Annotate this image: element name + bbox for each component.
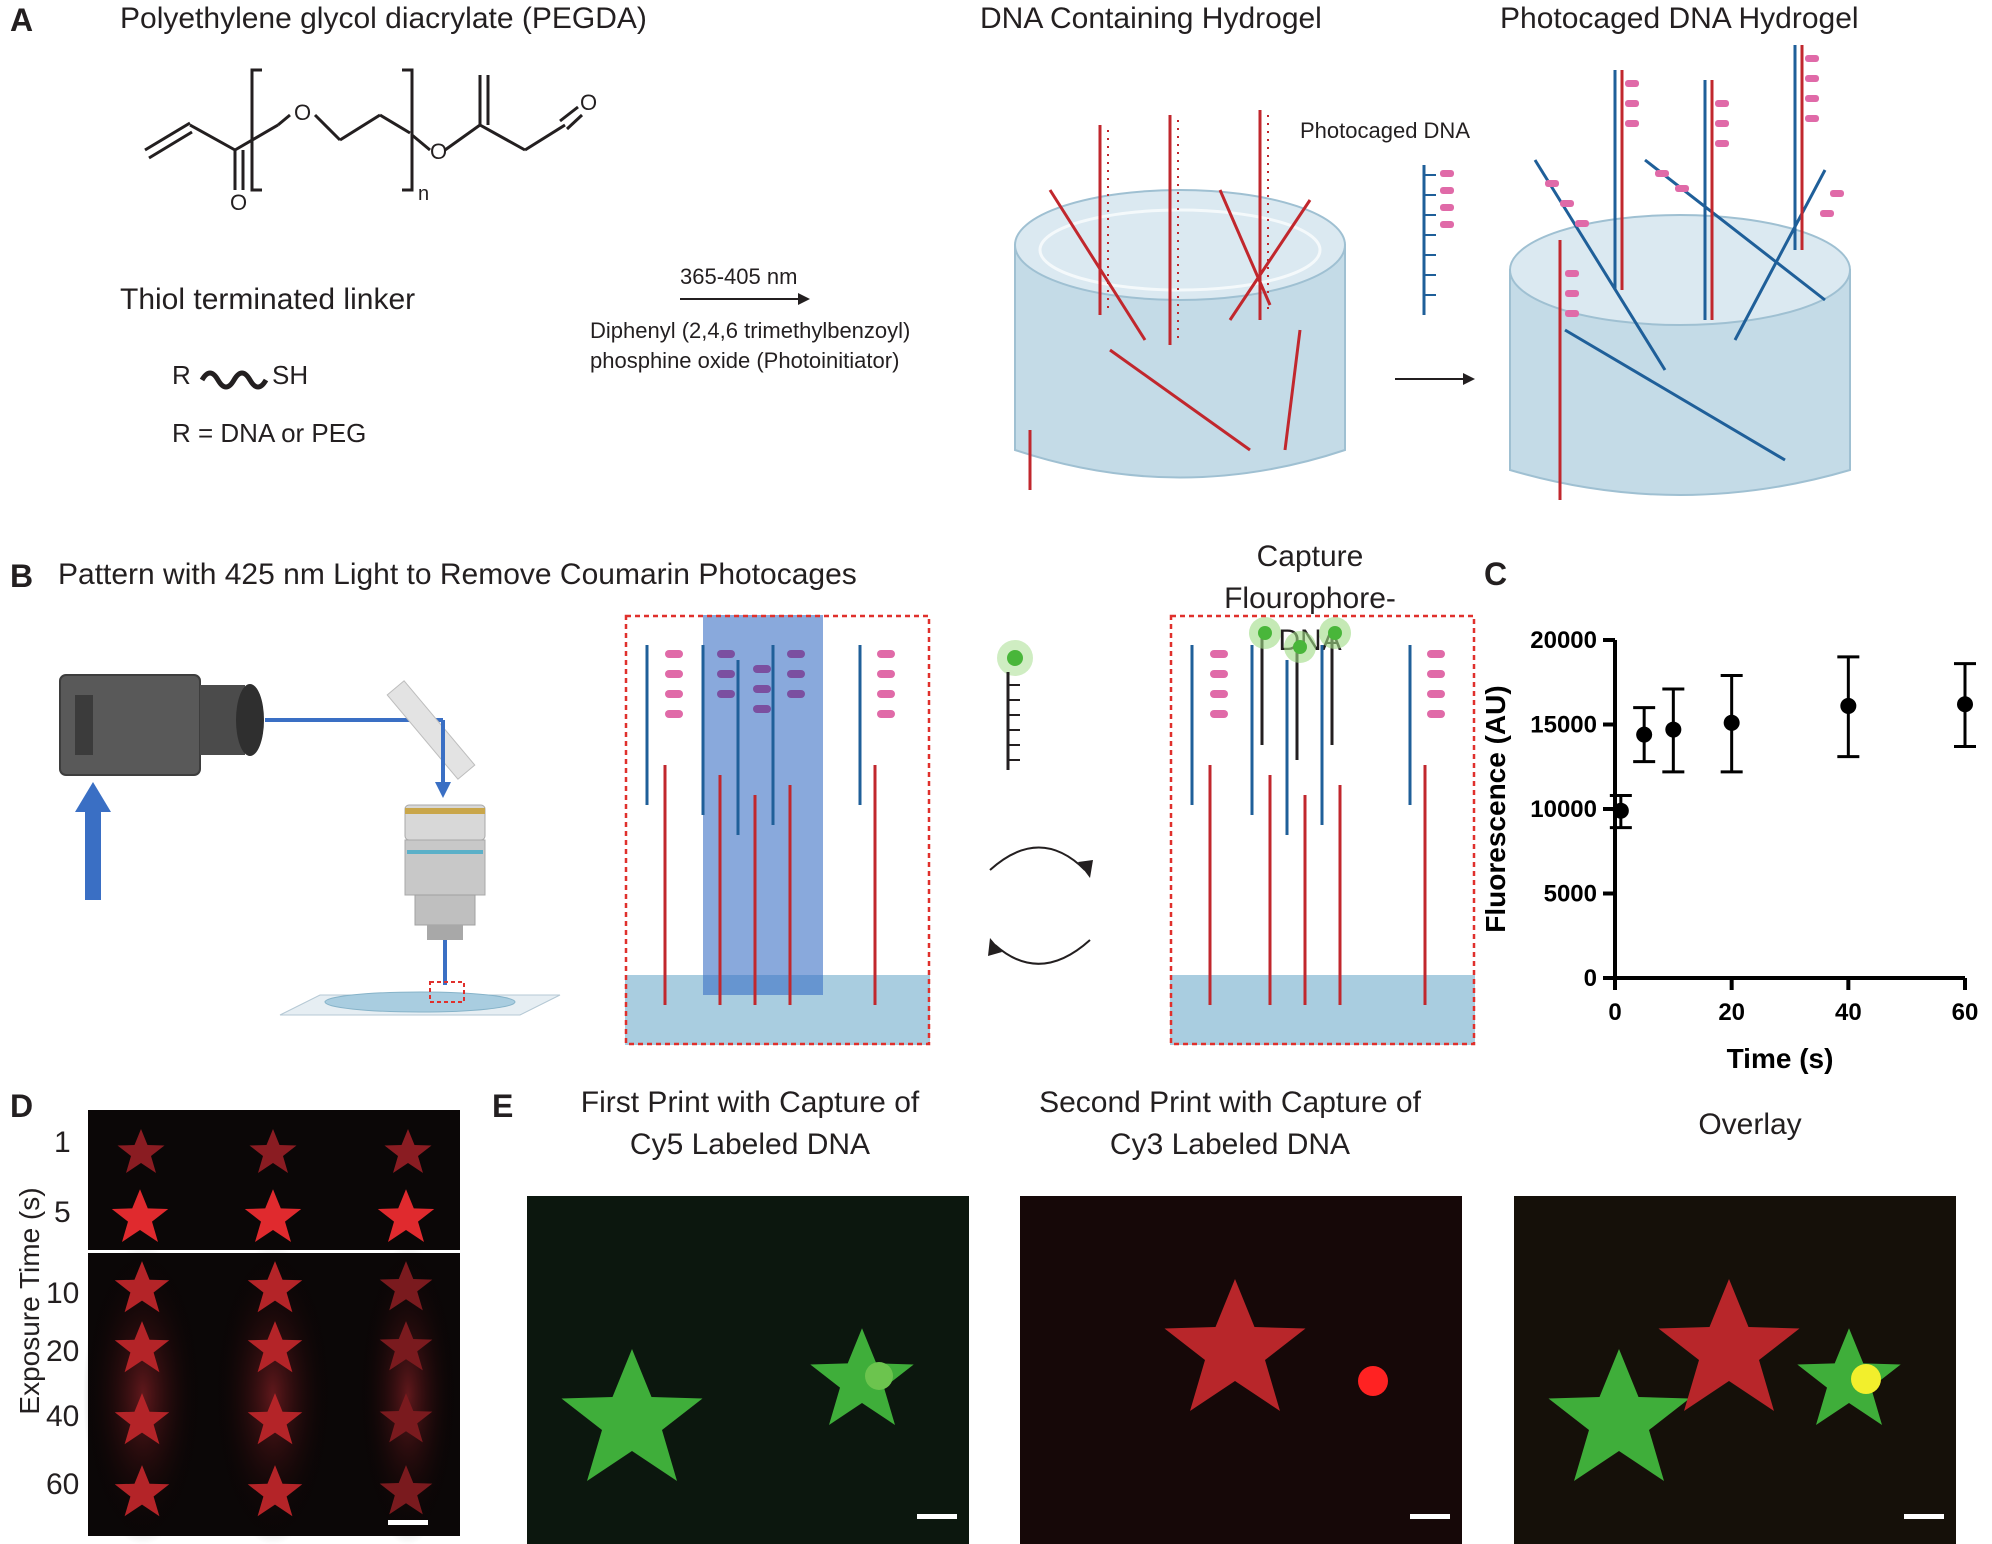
linker-title: Thiol terminated linker — [120, 283, 416, 316]
y-tick-label: 0 — [1584, 965, 1597, 992]
x-tick-label: 0 — [1608, 999, 1621, 1026]
data-point — [1665, 721, 1682, 738]
arrow-icon — [1395, 373, 1475, 385]
x-tick-label: 20 — [1718, 999, 1745, 1026]
uncaging-zoom-box — [624, 614, 931, 1046]
y-tick-label: 10000 — [1530, 796, 1597, 823]
y-axis-label: Fluorescence (AU) — [1480, 685, 1511, 932]
capture-cycle-illustration — [988, 640, 1093, 965]
dna-hydrogel-illustration — [1014, 110, 1346, 490]
gel2-title: Photocaged DNA Hydrogel — [1500, 2, 1859, 35]
photocaged-dna-label: Photocaged DNA — [1300, 118, 1470, 143]
subscript-n: n — [418, 183, 429, 205]
pegda-structure: O O O O n — [144, 68, 597, 215]
cy5-capture-image — [527, 1196, 969, 1544]
e-img3-title: Overlay — [1698, 1108, 1802, 1141]
y-tick-label: 5000 — [1544, 881, 1597, 908]
y-tick-label: 15000 — [1530, 712, 1597, 739]
exposure-row-60: 60 — [46, 1468, 80, 1501]
atom-o-4: O — [580, 90, 597, 115]
panel-c-letter: C — [1484, 556, 1508, 592]
linker-def: R = DNA or PEG — [172, 418, 367, 448]
data-point — [1957, 696, 1973, 713]
overlay-image — [1514, 1196, 1956, 1544]
reaction-arrow-icon — [680, 293, 810, 305]
capture-line1: Capture — [1256, 540, 1364, 573]
e-img1-title-line2: Cy5 Labeled DNA — [629, 1128, 871, 1161]
patterning-setup-illustration — [59, 674, 561, 1016]
scale-bar-d — [388, 1520, 428, 1525]
captured-fluorophore-zoom-box — [1169, 614, 1476, 1046]
exposure-row-10: 10 — [46, 1277, 80, 1310]
x-tick-label: 60 — [1952, 999, 1979, 1026]
linker-sh: SH — [272, 360, 309, 390]
exposure-row-40: 40 — [46, 1400, 80, 1433]
wavy-linker-icon — [199, 370, 269, 390]
exposure-axis-label: Exposure Time (s) — [14, 1187, 45, 1415]
data-point — [1723, 714, 1740, 731]
exposure-row-1: 1 — [54, 1126, 71, 1159]
photoinitiator-line1: Diphenyl (2,4,6 trimethylbenzoyl) — [590, 318, 911, 343]
y-tick-label: 20000 — [1530, 627, 1597, 654]
scale-bar-e3 — [1904, 1514, 1944, 1519]
wavelength-label: 365-405 nm — [680, 264, 798, 289]
data-point — [1612, 802, 1629, 819]
scale-bar-e2 — [1410, 1514, 1450, 1519]
data-point — [1840, 697, 1857, 714]
panel-a-letter: A — [10, 2, 34, 38]
data-point — [1636, 726, 1653, 743]
panel-b-title: Pattern with 425 nm Light to Remove Coum… — [58, 558, 857, 591]
e-img2-title-line2: Cy3 Labeled DNA — [1109, 1128, 1351, 1161]
cy3-capture-image — [1020, 1196, 1462, 1544]
linker-r: R — [172, 360, 191, 390]
photocaged-dna-strand-icon — [1422, 165, 1454, 315]
exposure-row-5: 5 — [54, 1196, 71, 1229]
exposure-axis-label-wrap: Exposure Time (s) — [10, 1100, 50, 1500]
exposure-star-array-image — [83, 1110, 460, 1544]
gel1-title: DNA Containing Hydrogel — [980, 2, 1322, 35]
scale-bar-e1 — [917, 1514, 957, 1519]
e-img2-title-line1: Second Print with Capture of — [1039, 1086, 1421, 1119]
x-axis-label: Time (s) — [1727, 1043, 1834, 1074]
atom-o-1: O — [294, 100, 311, 125]
photoinitiator-line2: phosphine oxide (Photoinitiator) — [590, 348, 900, 373]
panel-e-letter: E — [492, 1088, 514, 1124]
exposure-row-20: 20 — [46, 1335, 80, 1368]
panel-d-letter: D — [10, 1088, 34, 1124]
e-img1-title-line1: First Print with Capture of — [580, 1086, 920, 1119]
photocaged-hydrogel-illustration — [1509, 45, 1851, 500]
pegda-title: Polyethylene glycol diacrylate (PEGDA) — [120, 2, 647, 35]
atom-o-3: O — [230, 190, 247, 215]
panel-b-letter: B — [10, 558, 34, 594]
atom-o-2: O — [430, 139, 447, 164]
x-tick-label: 40 — [1835, 999, 1862, 1026]
